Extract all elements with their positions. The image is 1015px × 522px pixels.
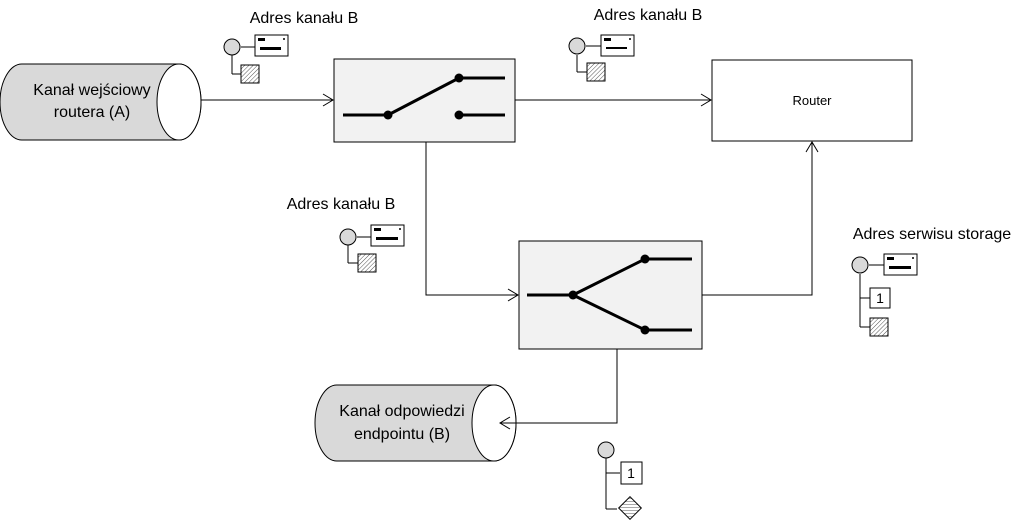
message-icon-middle [339,224,405,273]
message-icon-top-right [568,34,635,82]
hatched-square-icon [357,253,377,273]
address-label-top-left: Adres kanału B [250,10,359,27]
switch-box-bottom [518,240,703,350]
envelope-icon [883,253,918,276]
storage-address-label: Adres serwisu storage [853,226,1011,243]
envelope-icon [370,224,405,247]
reply-channel-cylinder: Kanał odpowiedzi endpointu (B) [314,384,517,462]
message-icon-storage: 1 [851,253,918,337]
router-box: Router [711,59,913,142]
message-number-box [869,287,891,309]
arrow-switch2-to-router [702,142,813,296]
reply-channel-label-line1: Kanał odpowiedzi [339,403,464,420]
arrow-switch2-to-reply [500,349,618,424]
router-label: Router [792,93,832,108]
envelope-icon [254,34,289,57]
input-channel-cylinder: Kanał wejściowy routera (A) [0,63,202,141]
message-number-box [620,461,643,485]
hatched-diamond-icon [617,495,643,521]
hatched-square-icon [869,317,889,337]
message-icon-top-left [223,34,289,84]
switch-box-top [333,58,516,143]
envelope-icon [600,34,635,57]
address-label-middle: Adres kanału B [287,196,396,213]
input-channel-label-line1: Kanał wejściowy [33,82,150,99]
reply-channel-label-line2: endpointu (B) [354,426,450,443]
arrow-switch-to-switch [425,142,518,296]
bottom-message-number: 1 [627,465,635,481]
input-channel-label-line2: routera (A) [54,104,130,121]
address-label-top-right: Adres kanału B [594,7,703,24]
storage-message-number: 1 [876,290,884,306]
hatched-square-icon [586,62,606,82]
message-icon-bottom: 1 [597,441,643,521]
connectors [201,93,819,430]
hatched-square-icon [240,64,260,84]
